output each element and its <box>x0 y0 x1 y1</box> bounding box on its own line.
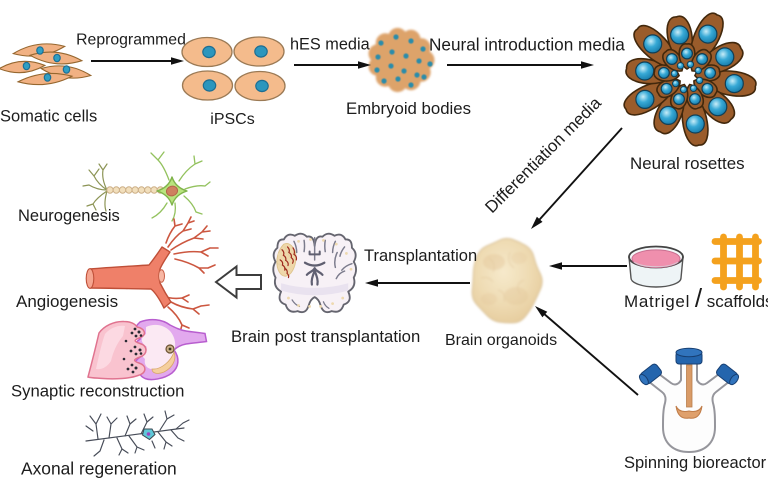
svg-text:Axonal regeneration: Axonal regeneration <box>21 459 177 479</box>
svg-text:Transplantation: Transplantation <box>364 247 477 265</box>
svg-text:Neural introduction media: Neural introduction media <box>429 35 625 55</box>
svg-text:Angiogenesis: Angiogenesis <box>16 292 118 311</box>
svg-text:Brain post transplantation: Brain post transplantation <box>231 327 420 346</box>
svg-text:Brain organoids: Brain organoids <box>445 332 557 349</box>
svg-text:Reprogrammed: Reprogrammed <box>76 32 186 49</box>
svg-text:Somatic cells: Somatic cells <box>0 108 97 126</box>
svg-text:Synaptic reconstruction: Synaptic reconstruction <box>11 382 184 401</box>
svg-text:hES media: hES media <box>290 36 371 54</box>
svg-text:iPSCs: iPSCs <box>210 111 254 128</box>
svg-text:Neurogenesis: Neurogenesis <box>18 207 120 225</box>
svg-text:Neural rosettes: Neural rosettes <box>630 154 745 173</box>
svg-text:Embryoid bodies: Embryoid bodies <box>346 99 471 118</box>
svg-text:Spinning bioreactor: Spinning bioreactor <box>624 454 767 472</box>
